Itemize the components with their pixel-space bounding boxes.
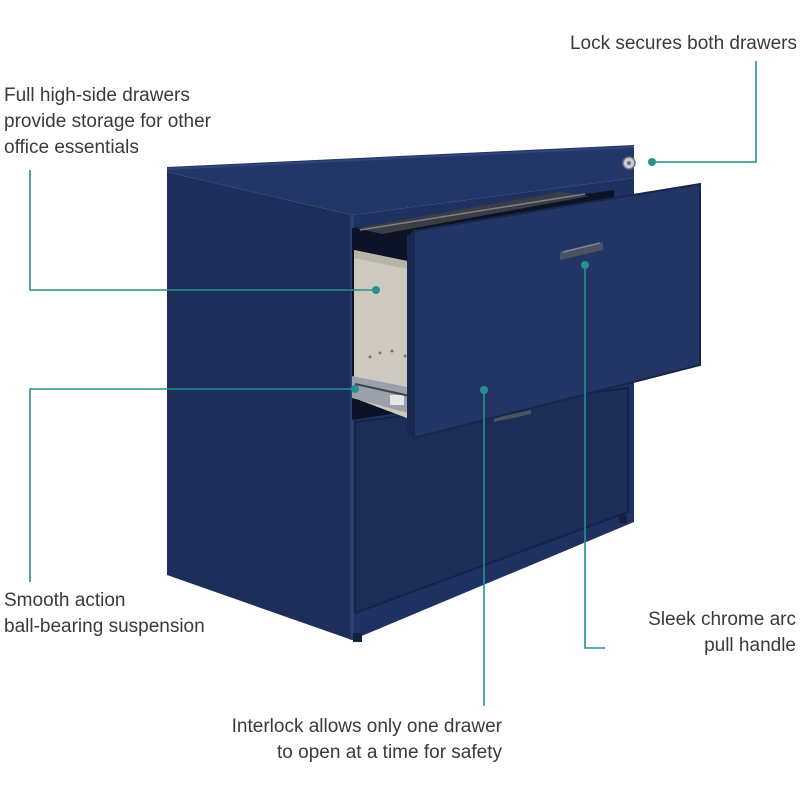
leader-suspension xyxy=(29,388,355,582)
callout-drawers: Full high-side drawers provide storage f… xyxy=(4,83,211,161)
callout-handle: Sleek chrome arc pull handle xyxy=(648,607,796,659)
callout-drawers-line: office essentials xyxy=(4,137,139,158)
top-drawer-handle xyxy=(560,242,603,260)
callout-handle-line: pull handle xyxy=(704,635,796,656)
callout-drawers-line: Full high-side drawers xyxy=(4,85,190,106)
callout-handle-line: Sleek chrome arc xyxy=(648,609,796,630)
callout-interlock-line: to open at a time for safety xyxy=(277,742,502,763)
callout-lock-line: Lock secures both drawers xyxy=(569,33,797,54)
callout-suspension-line: ball-bearing suspension xyxy=(4,616,205,637)
callout-dot xyxy=(351,385,359,393)
callout-interlock-line: Interlock allows only one drawer xyxy=(231,716,502,737)
cabinet-foot xyxy=(353,633,362,642)
callout-interlock: Interlock allows only one drawer to open… xyxy=(232,714,502,766)
bottom-drawer-handle xyxy=(494,410,531,422)
drawer-interior-wall xyxy=(354,250,412,420)
leader-handle xyxy=(584,265,605,649)
callout-suspension-line: Smooth action xyxy=(4,590,126,611)
leader-lines xyxy=(29,61,757,706)
callout-suspension: Smooth action ball-bearing suspension xyxy=(4,588,205,640)
callout-drawers-line: provide storage for other xyxy=(4,111,212,132)
callout-dot xyxy=(480,386,488,394)
cabinet-side-panel xyxy=(167,172,352,640)
callout-dot xyxy=(581,261,589,269)
cabinet-foot xyxy=(619,515,627,523)
callout-dot xyxy=(372,286,380,294)
callout-dot xyxy=(648,158,656,166)
leader-lock xyxy=(652,61,757,163)
leader-drawers xyxy=(29,170,376,291)
callout-lock: Lock secures both drawers xyxy=(570,31,797,57)
